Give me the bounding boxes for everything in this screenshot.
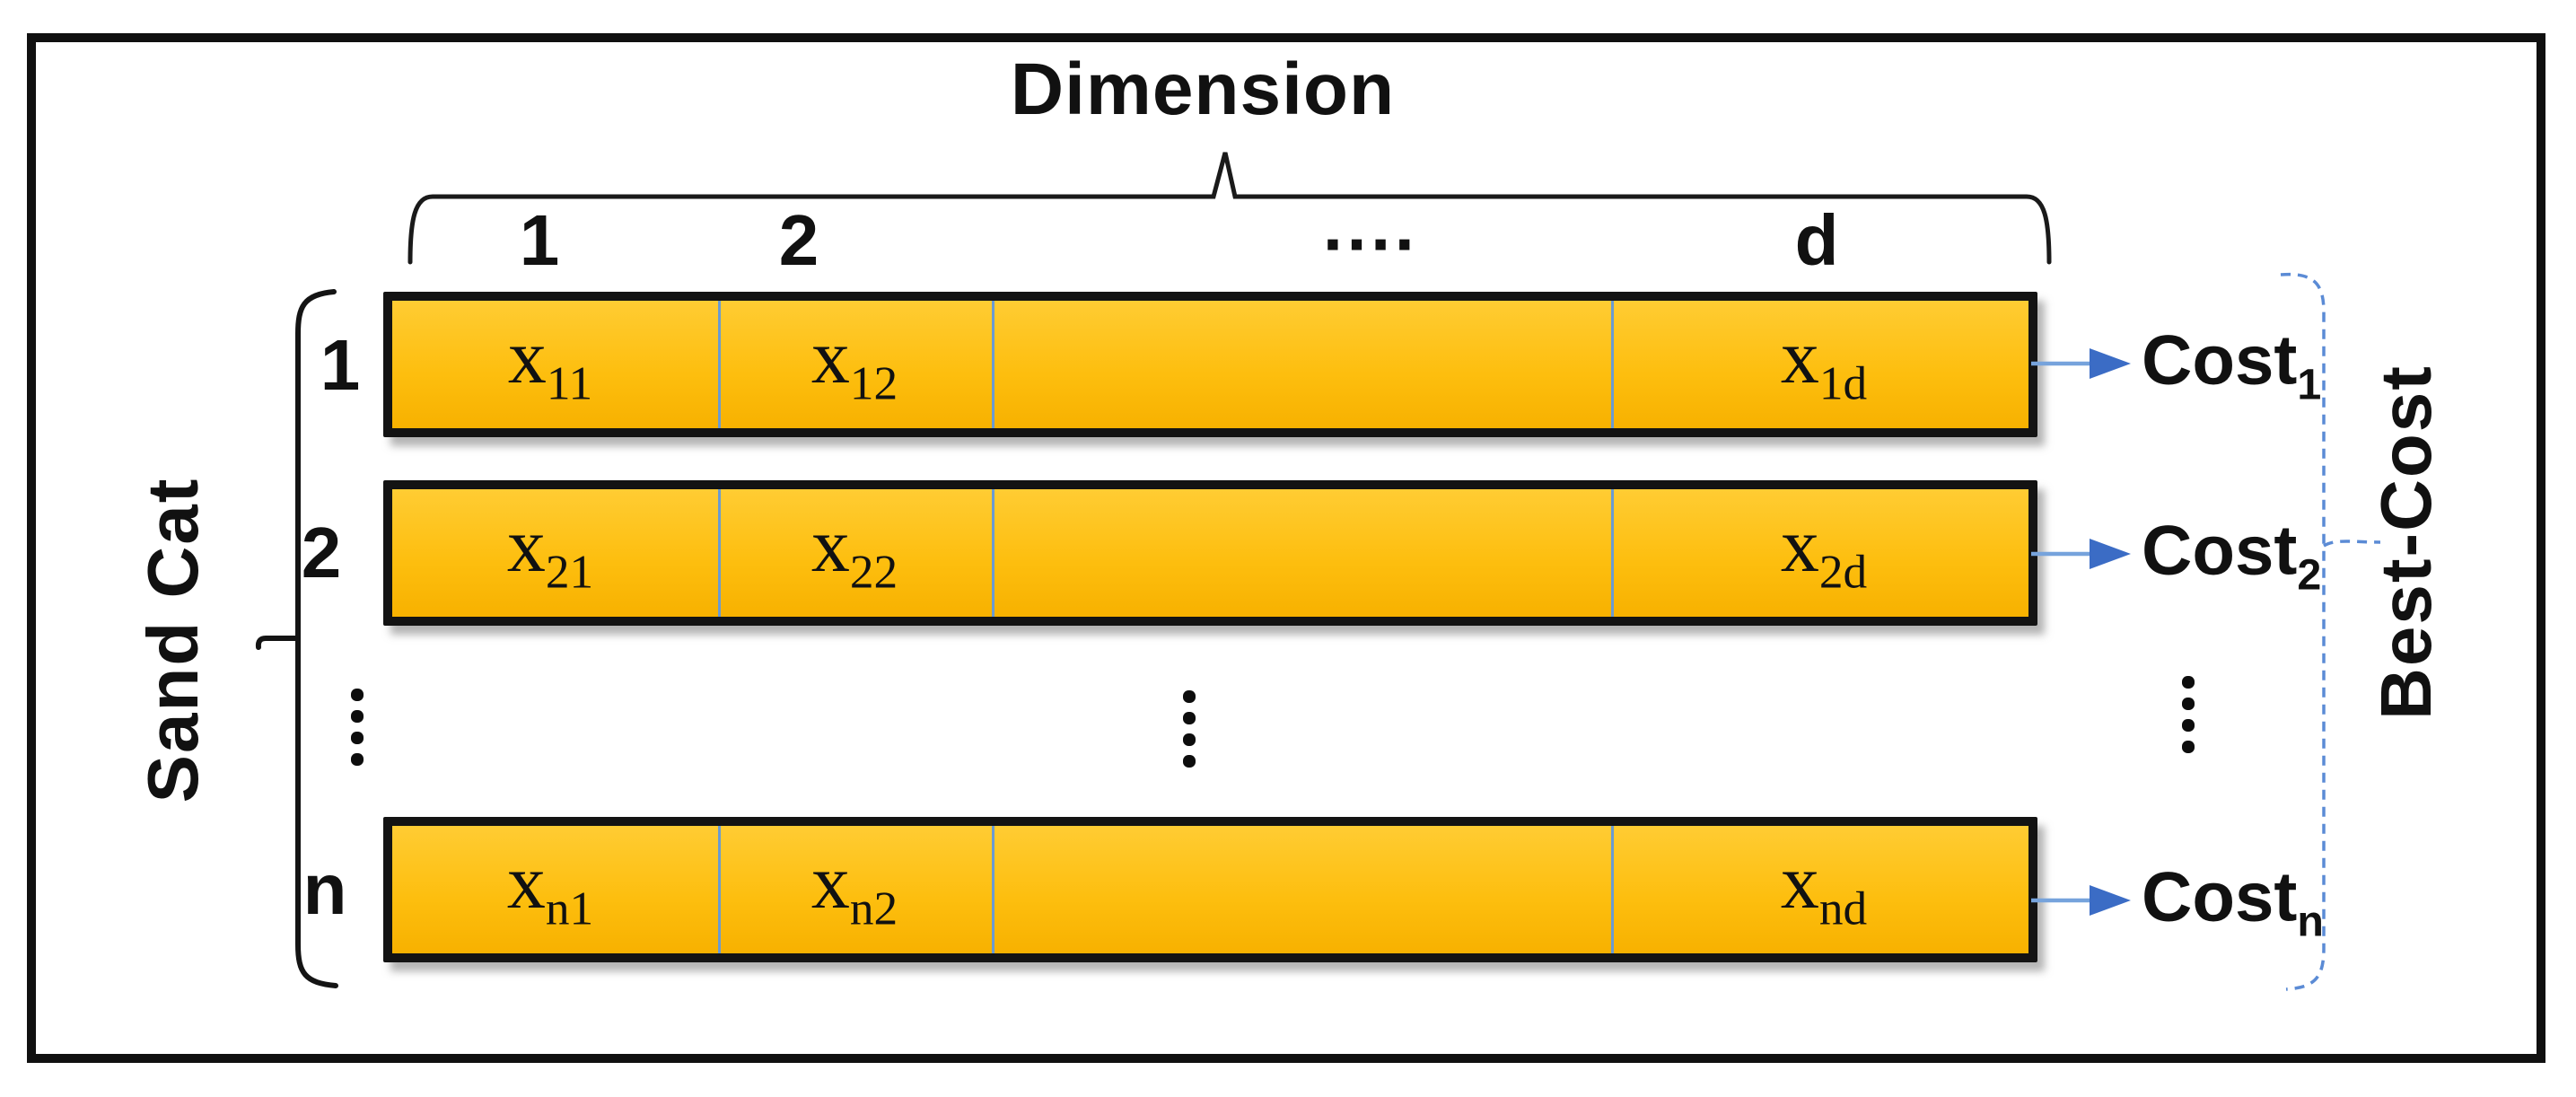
best-cost-label: Best-Cost (2366, 364, 2446, 720)
cell-divider (718, 301, 721, 428)
cell-divider (1611, 489, 1614, 617)
vertical-ellipsis-rows (351, 689, 364, 766)
sand-cat-label: Sand Cat (133, 477, 213, 803)
cell-divider (992, 301, 994, 428)
row-index-label-n: n (302, 849, 347, 929)
cost-label-n: Costn (2142, 856, 2324, 946)
row-index-label-2: 2 (301, 513, 342, 592)
cell-label-x1d: x1d (1780, 313, 1868, 410)
column-header-ellipsis: ···· (1322, 204, 1419, 284)
cell-label-x21: x21 (506, 502, 594, 599)
cost-label-2: Cost2 (2142, 510, 2322, 600)
cell-label-x12: x12 (810, 313, 898, 410)
dimension-title: Dimension (1010, 48, 1396, 130)
matrix-row-bar-1 (383, 292, 2037, 437)
row-index-label-1: 1 (320, 325, 361, 405)
cell-divider (992, 489, 994, 617)
figure-frame (27, 33, 2545, 1063)
column-header-d: d (1794, 200, 1839, 280)
cell-label-xn1: xn1 (506, 838, 594, 935)
cell-divider (718, 489, 721, 617)
cost-label-1: Cost1 (2142, 320, 2322, 409)
column-header-2: 2 (778, 200, 819, 280)
cell-label-xn2: xn2 (810, 838, 898, 935)
cell-divider (1611, 301, 1614, 428)
vertical-ellipsis-costs (2182, 676, 2195, 753)
cell-divider (1611, 826, 1614, 953)
vertical-ellipsis-matrix (1183, 690, 1196, 768)
cell-label-xnd: xnd (1780, 838, 1868, 935)
cell-divider (718, 826, 721, 953)
cell-label-x22: x22 (810, 502, 898, 599)
cell-divider (992, 826, 994, 953)
cell-label-x2d: x2d (1780, 502, 1868, 599)
column-header-1: 1 (519, 200, 560, 280)
matrix-row-bar-n (383, 817, 2037, 962)
cell-label-x11: x11 (507, 313, 593, 410)
